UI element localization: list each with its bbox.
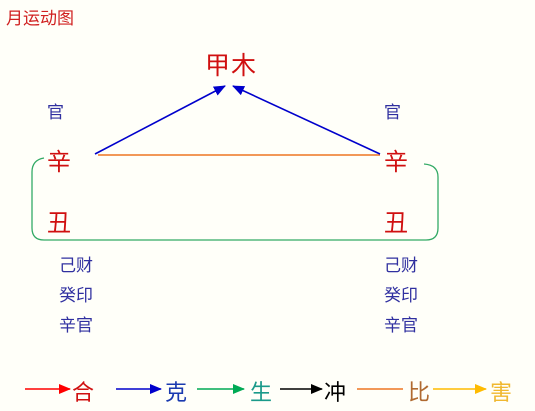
right-hidden-3: 辛官 xyxy=(384,316,418,336)
left-hidden-stems: 己财 癸印 辛官 xyxy=(59,251,93,341)
left-ten-god: 官 xyxy=(47,103,64,123)
left-branch: 丑 xyxy=(47,209,71,237)
legend-sheng-label: 生 xyxy=(250,381,273,406)
diagram-title: 月运动图 xyxy=(6,9,74,29)
right-hidden-stems: 己财 癸印 辛官 xyxy=(384,251,418,341)
legend-hai-label: 害 xyxy=(490,381,513,406)
center-element: 甲木 xyxy=(205,51,258,80)
right-ten-god: 官 xyxy=(384,103,401,123)
legend-ke-label: 克 xyxy=(165,381,188,406)
legend-bi-label: 比 xyxy=(408,381,431,406)
right-stem: 辛 xyxy=(384,148,408,176)
right-stem-control-arrow xyxy=(232,85,381,155)
right-branch: 丑 xyxy=(384,209,408,237)
legend-he-label: 合 xyxy=(72,381,95,406)
right-hidden-2: 癸印 xyxy=(384,286,418,306)
right-hidden-1: 己财 xyxy=(384,256,418,276)
left-hidden-3: 辛官 xyxy=(59,316,93,336)
left-stem-control-arrow xyxy=(94,85,226,155)
left-hidden-1: 己财 xyxy=(59,256,93,276)
legend-chong-label: 冲 xyxy=(324,381,347,406)
branch-relation-bracket xyxy=(31,157,439,241)
left-hidden-2: 癸印 xyxy=(59,286,93,306)
left-stem: 辛 xyxy=(47,148,71,176)
